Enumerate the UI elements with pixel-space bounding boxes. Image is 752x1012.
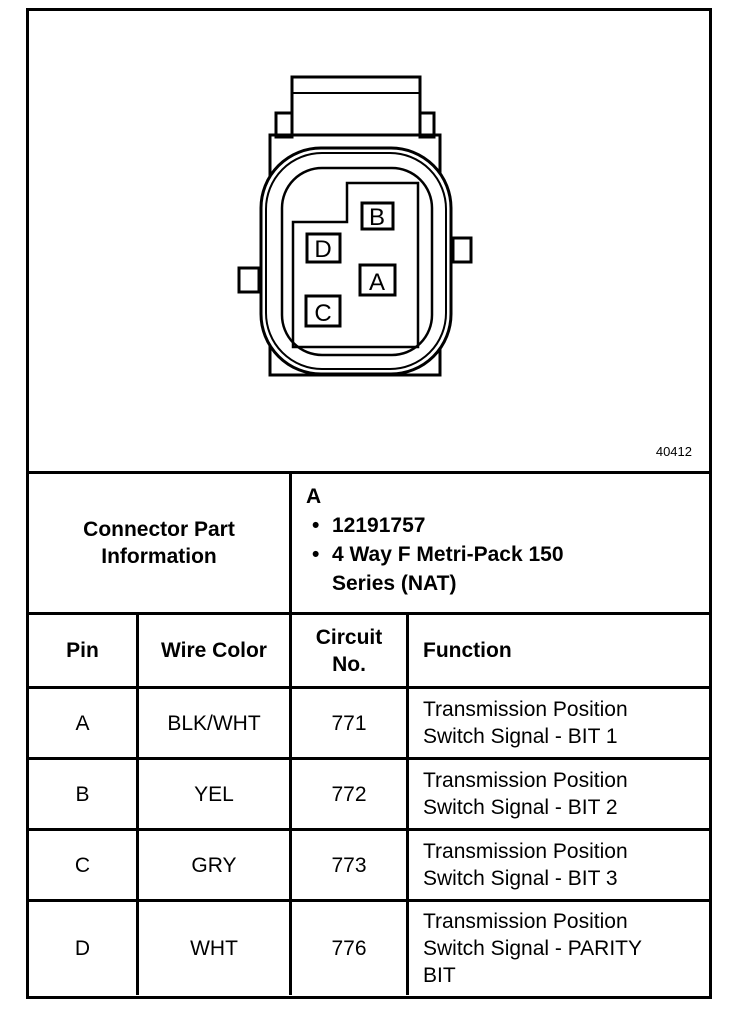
circuit-cell: 772 — [331, 782, 367, 806]
pin-c-cavity: C — [304, 294, 342, 328]
wire-color-cell: BLK/WHT — [167, 711, 261, 735]
connector-body-inner — [280, 166, 434, 357]
pin-d-label: D — [314, 236, 331, 263]
pin-a-cavity: A — [358, 263, 397, 297]
connector-part-info-label: Connector Part Information — [83, 518, 235, 568]
wire-color-cell: GRY — [191, 853, 237, 877]
connector-peg-right — [451, 236, 473, 264]
wire-color-cell: YEL — [194, 782, 234, 806]
divider — [136, 612, 139, 995]
header-wire-color: Wire Color — [161, 639, 267, 662]
divider — [26, 828, 709, 831]
connector-key-outline — [291, 181, 420, 349]
divider — [26, 612, 709, 615]
circuit-cell: 771 — [331, 711, 367, 735]
connector-body-outer — [259, 146, 453, 376]
header-pin: Pin — [66, 639, 99, 662]
connector-id: A — [306, 485, 322, 508]
circuit-cell: 776 — [331, 937, 367, 960]
divider — [26, 757, 709, 760]
pin-cell: D — [74, 937, 91, 960]
connector-latch-tab — [290, 75, 422, 137]
connector-face-drawing: B D A C — [237, 75, 473, 377]
diagram-frame — [26, 8, 712, 999]
pin-cell: A — [75, 711, 90, 735]
pin-b-label: B — [369, 204, 385, 231]
connector-type: 4 Way F Metri-Pack 150 Series (NAT) — [306, 540, 632, 598]
part-number: 12191757 — [306, 511, 632, 540]
function-cell: Transmission Position Switch Signal - PA… — [423, 910, 642, 987]
pin-d-cavity: D — [305, 232, 342, 264]
circuit-cell: 773 — [331, 853, 367, 877]
figure-number: 40412 — [655, 444, 692, 459]
header-function: Function — [423, 639, 512, 662]
pin-cell: B — [75, 782, 90, 806]
connector-side-tab-right — [418, 111, 436, 139]
connector-peg-left — [237, 266, 261, 294]
pin-a-label: A — [369, 269, 385, 296]
divider — [26, 686, 709, 689]
header-circuit-no: Circuit No. — [315, 625, 383, 676]
function-cell: Transmission Position Switch Signal - BI… — [423, 840, 628, 890]
divider — [26, 471, 709, 474]
pin-cell: C — [74, 853, 91, 877]
pin-c-label: C — [314, 300, 331, 327]
function-cell: Transmission Position Switch Signal - BI… — [423, 769, 628, 819]
connector-part-info: A 12191757 4 Way F Metri-Pack 150 Series… — [306, 482, 632, 598]
function-cell: Transmission Position Switch Signal - BI… — [423, 698, 628, 748]
divider — [26, 899, 709, 902]
connector-side-tab-left — [274, 111, 294, 139]
pin-b-cavity: B — [360, 201, 395, 231]
divider — [289, 471, 292, 995]
connector-body-outer-inner-line — [265, 152, 447, 370]
wire-color-cell: WHT — [190, 937, 238, 960]
divider — [406, 612, 409, 995]
